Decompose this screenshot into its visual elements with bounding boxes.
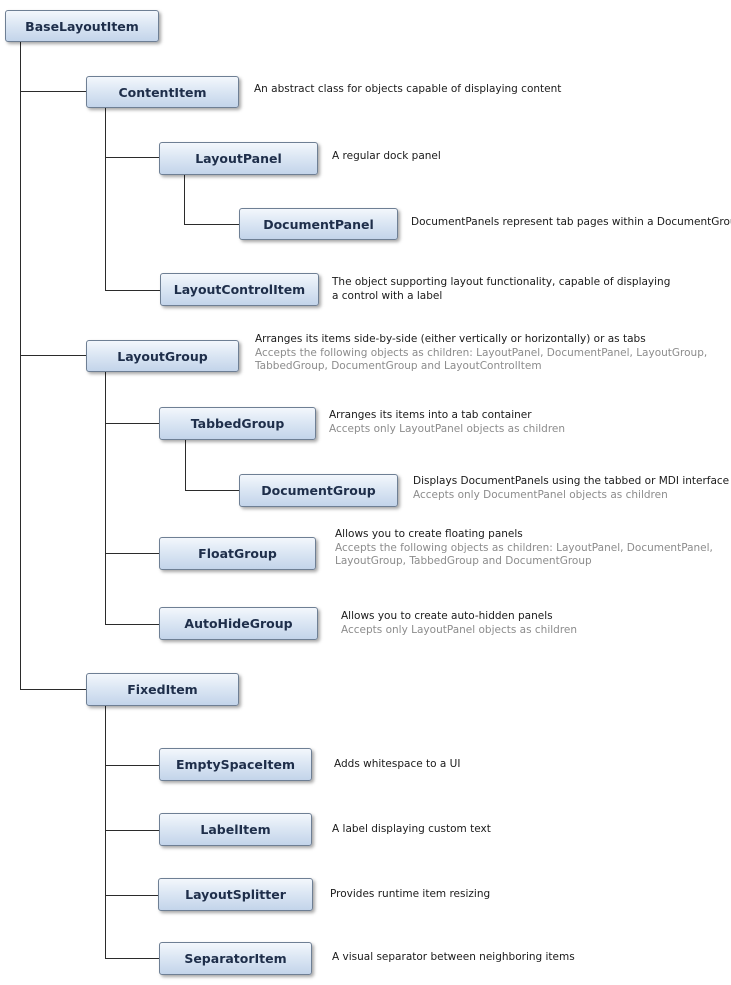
description-text: a control with a label — [332, 289, 443, 302]
description-layout-splitter: Provides runtime item resizing — [330, 888, 490, 902]
node-document-group: DocumentGroup — [239, 474, 398, 507]
connector-line — [105, 423, 159, 424]
connector-line — [105, 108, 106, 290]
connector-line — [105, 895, 159, 896]
connector-line — [105, 706, 106, 958]
description-text: Provides runtime item resizing — [330, 888, 491, 900]
description-layout-control-item: The object supporting layout functionali… — [332, 276, 670, 303]
node-label-item: LabelItem — [159, 813, 312, 846]
description-children-note: Accepts only LayoutPanel objects as chil… — [329, 422, 566, 435]
description-document-panel: DocumentPanels represent tab pages withi… — [411, 216, 731, 230]
connector-line — [185, 490, 239, 491]
connector-line — [20, 42, 21, 689]
connector-line — [105, 553, 159, 554]
node-document-panel: DocumentPanel — [239, 208, 398, 240]
description-children-note: Accepts only DocumentPanel objects as ch… — [413, 488, 668, 501]
description-text: Adds whitespace to a UI — [334, 758, 461, 770]
description-auto-hide-group: Allows you to create auto-hidden panels … — [341, 610, 577, 637]
connector-line — [184, 175, 185, 224]
description-text: Displays DocumentPanels using the tabbed… — [413, 475, 730, 487]
node-auto-hide-group: AutoHideGroup — [159, 607, 318, 640]
node-empty-space-item: EmptySpaceItem — [159, 748, 312, 781]
description-text: Allows you to create floating panels — [335, 528, 523, 540]
description-float-group: Allows you to create floating panels Acc… — [335, 528, 713, 569]
node-float-group: FloatGroup — [159, 537, 316, 570]
connector-line — [105, 830, 159, 831]
node-base-layout-item: BaseLayoutItem — [5, 10, 159, 42]
description-text: Arranges its items side-by-side (either … — [255, 333, 646, 345]
node-layout-control-item: LayoutControlItem — [160, 273, 319, 306]
node-layout-panel: LayoutPanel — [159, 142, 318, 175]
description-text: An abstract class for objects capable of… — [254, 83, 562, 95]
description-children-note: Accepts only LayoutPanel objects as chil… — [341, 623, 578, 636]
description-text: A label displaying custom text — [332, 823, 491, 835]
description-tabbed-group: Arranges its items into a tab container … — [329, 409, 565, 436]
description-content-item: An abstract class for objects capable of… — [254, 83, 561, 97]
node-fixed-item: FixedItem — [86, 673, 239, 706]
node-layout-group: LayoutGroup — [86, 340, 239, 372]
description-empty-space-item: Adds whitespace to a UI — [334, 758, 460, 772]
description-text: Arranges its items into a tab container — [329, 409, 532, 421]
node-content-item: ContentItem — [86, 76, 239, 108]
connector-line — [20, 689, 86, 690]
description-layout-panel: A regular dock panel — [332, 150, 441, 164]
description-children-note: Accepts the following objects as childre… — [255, 346, 708, 359]
description-children-note: Accepts the following objects as childre… — [335, 541, 713, 554]
connector-line — [105, 765, 159, 766]
connector-line — [105, 290, 160, 291]
connector-line — [105, 157, 159, 158]
connector-line — [105, 372, 106, 624]
description-document-group: Displays DocumentPanels using the tabbed… — [413, 475, 729, 502]
connector-line — [185, 440, 186, 490]
connector-line — [20, 91, 86, 92]
description-children-note: LayoutGroup, TabbedGroup and DocumentGro… — [335, 555, 592, 567]
node-tabbed-group: TabbedGroup — [159, 407, 316, 440]
description-label-item: A label displaying custom text — [332, 823, 491, 837]
description-layout-group: Arranges its items side-by-side (either … — [255, 333, 707, 374]
description-text: Allows you to create auto-hidden panels — [341, 610, 553, 622]
description-text: A regular dock panel — [332, 150, 441, 162]
description-text: A visual separator between neighboring i… — [332, 951, 575, 963]
connector-line — [105, 958, 159, 959]
connector-line — [184, 224, 239, 225]
description-text: The object supporting layout functionali… — [332, 276, 671, 288]
connector-line — [105, 624, 159, 625]
description-separator-item: A visual separator between neighboring i… — [332, 951, 575, 965]
node-separator-item: SeparatorItem — [159, 942, 312, 975]
description-children-note: TabbedGroup, DocumentGroup and LayoutCon… — [255, 360, 542, 372]
description-text: DocumentPanels represent tab pages withi… — [411, 216, 731, 228]
node-layout-splitter: LayoutSplitter — [158, 878, 313, 911]
connector-line — [20, 355, 86, 356]
